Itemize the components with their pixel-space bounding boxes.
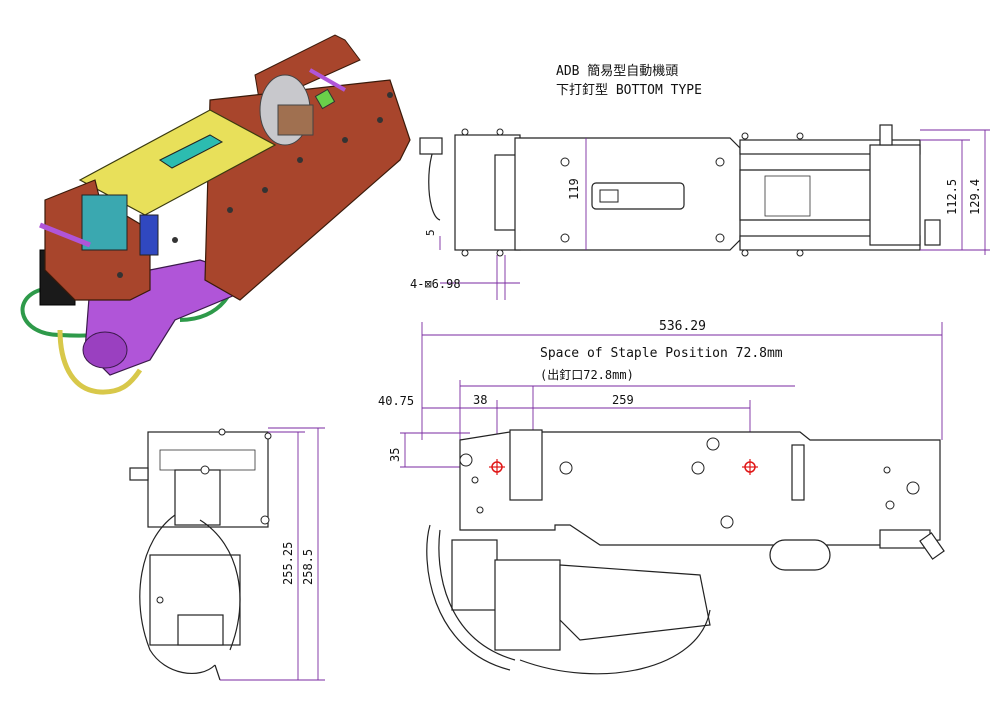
side-cylinder bbox=[559, 564, 711, 641]
title-line-2: 下打釘型 BOTTOM TYPE bbox=[556, 82, 702, 98]
render-bolts bbox=[117, 92, 393, 278]
staple-position-cn: (出釘口72.8mm) bbox=[540, 367, 634, 382]
dim-536-29: 536.29 bbox=[659, 319, 706, 334]
top-end-block bbox=[869, 144, 921, 246]
dim-258-5: 258.5 bbox=[301, 549, 315, 585]
dim-40-75: 40.75 bbox=[378, 394, 414, 408]
end-side-tab bbox=[129, 467, 149, 481]
purple-rod-top bbox=[309, 68, 346, 92]
end-hose-1 bbox=[139, 514, 216, 674]
side-hose-3 bbox=[519, 609, 711, 675]
staple-marker-1 bbox=[489, 459, 505, 475]
dim-112-5: 112.5 bbox=[945, 179, 959, 215]
staple-marker-2 bbox=[742, 459, 758, 475]
motor-end bbox=[82, 331, 128, 369]
yellow-hose bbox=[57, 329, 143, 395]
end-motor bbox=[177, 614, 224, 646]
top-window-slot bbox=[599, 189, 619, 203]
end-view: 255.25 258.5 bbox=[129, 427, 325, 681]
top-track-inner bbox=[764, 175, 811, 217]
spool-box bbox=[277, 104, 314, 136]
end-hose-tip bbox=[214, 664, 221, 681]
dim-35: 35 bbox=[388, 448, 402, 462]
side-lower-left bbox=[451, 539, 498, 611]
dim-hole: 4-⊠6.98 bbox=[410, 277, 461, 291]
side-nozzle bbox=[919, 532, 945, 560]
dim-119: 119 bbox=[567, 178, 581, 200]
side-clincher bbox=[509, 429, 543, 501]
purple-rod-front bbox=[39, 222, 91, 248]
top-fitting bbox=[419, 137, 443, 155]
side-hose-2 bbox=[438, 529, 516, 661]
end-center bbox=[174, 469, 221, 526]
top-view-bolts bbox=[461, 128, 804, 257]
side-post bbox=[791, 444, 805, 501]
side-view: 536.29 Space of Staple Position 72.8mm (… bbox=[378, 319, 945, 675]
top-end-nozzle bbox=[924, 219, 941, 246]
dim-259: 259 bbox=[612, 393, 634, 407]
staple-position: Space of Staple Position 72.8mm bbox=[540, 346, 783, 361]
end-hose-2 bbox=[199, 519, 241, 651]
side-view-holes bbox=[459, 437, 920, 529]
cover-window bbox=[159, 134, 224, 169]
teal-mechanism bbox=[81, 194, 128, 251]
title-line-1: ADB 簡易型自動機頭 bbox=[556, 64, 678, 79]
dim-255-25: 255.25 bbox=[281, 542, 295, 585]
end-view-holes bbox=[156, 428, 272, 604]
side-lower-block bbox=[494, 559, 561, 651]
dim-5: 5 bbox=[424, 229, 437, 236]
side-hose-1 bbox=[426, 524, 511, 671]
side-spool bbox=[769, 539, 831, 571]
top-end-stud bbox=[879, 124, 893, 146]
dim-38: 38 bbox=[473, 393, 487, 407]
dim-129-4: 129.4 bbox=[968, 179, 982, 215]
green-knob bbox=[314, 88, 336, 110]
blue-guide bbox=[139, 214, 159, 256]
top-view: 119 112.5 129.4 5 4-⊠6.98 bbox=[410, 124, 990, 300]
isometric-render bbox=[20, 34, 411, 395]
